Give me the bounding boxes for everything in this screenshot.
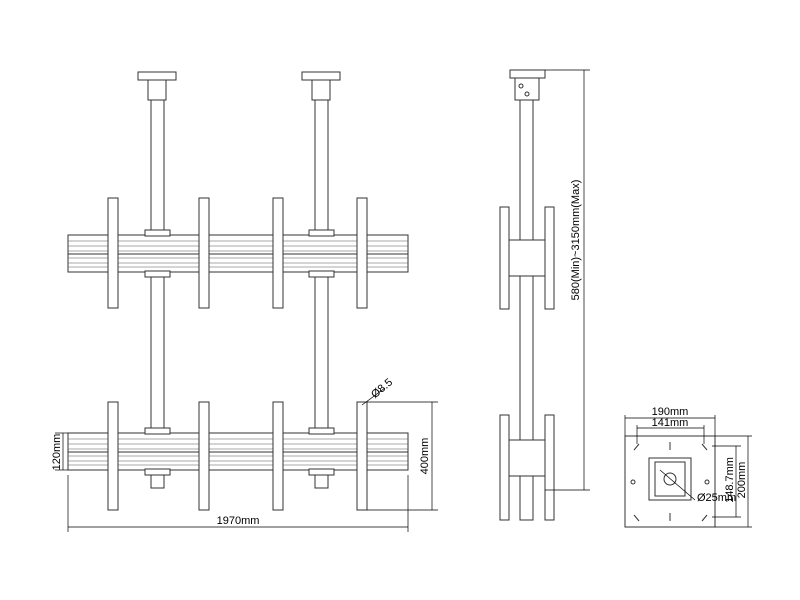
lower-brackets — [107, 401, 368, 511]
lower-rail-bar — [67, 427, 409, 476]
plate-hole-spacing-y-label: 148.7mm — [724, 457, 736, 503]
bar-height-label: 120mm — [51, 434, 63, 471]
front-dimensions — [55, 387, 438, 532]
ceiling-plate-left — [137, 71, 177, 101]
poles — [150, 99, 329, 489]
front-view: 1970mm 120mm 400mm Ø8.5 — [51, 71, 438, 532]
hole-diameter-label: Ø8.5 — [369, 376, 395, 401]
plate-width-label: 190mm — [652, 406, 689, 418]
bracket-height-label: 400mm — [419, 438, 431, 475]
center-hole-diameter-label: Ø25mm — [697, 492, 736, 504]
ceiling-plate-view — [624, 415, 752, 528]
upper-rail-bar — [67, 229, 409, 278]
plate-height-label: 200mm — [736, 462, 748, 499]
upper-brackets — [107, 197, 368, 309]
side-view — [499, 69, 590, 521]
pole-length-label: 580(Min)~3150mm(Max) — [570, 180, 582, 301]
ceiling-plate-right — [301, 71, 341, 101]
width-dimension-label: 1970mm — [217, 515, 260, 527]
plate-hole-spacing-x-label: 141mm — [652, 417, 689, 429]
